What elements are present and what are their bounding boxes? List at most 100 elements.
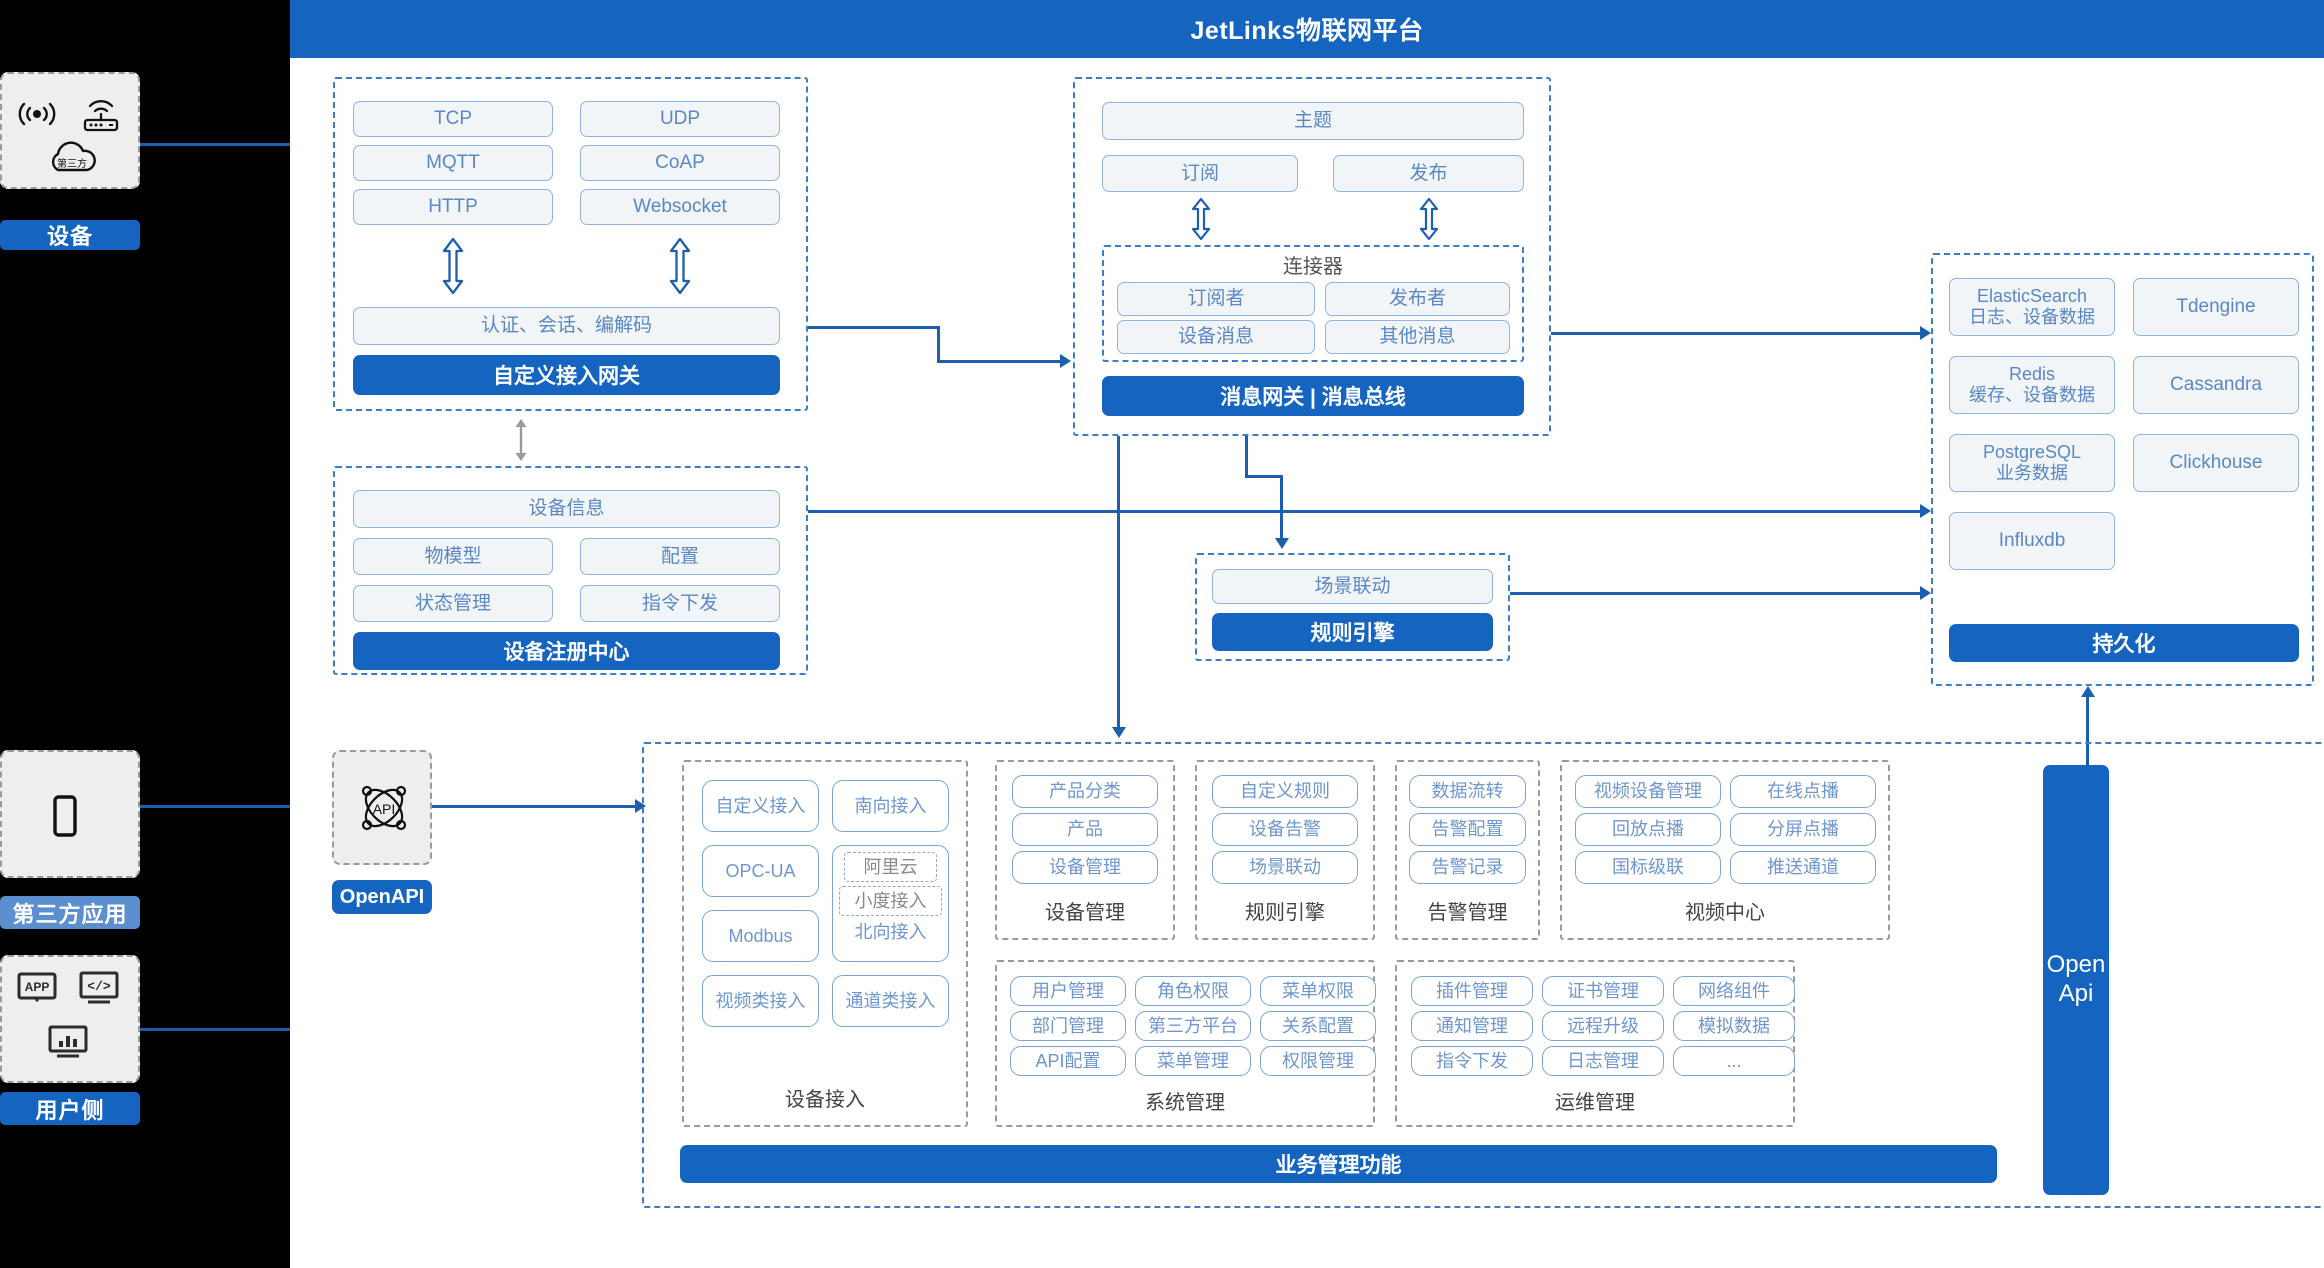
business-bar[interactable]: 业务管理功能	[680, 1145, 1997, 1183]
persistence-postgresql-sub: 业务数据	[1996, 463, 2068, 483]
video-device-mgmt[interactable]: 视频设备管理	[1575, 775, 1721, 808]
connector-gateway-to-bus-h2	[937, 360, 1065, 363]
registry-config[interactable]: 配置	[580, 538, 780, 575]
sys-permission-mgmt[interactable]: 权限管理	[1260, 1046, 1376, 1076]
persistence-bar[interactable]: 持久化	[1949, 624, 2299, 662]
devmgmt-product[interactable]: 产品	[1012, 813, 1158, 846]
message-publish-label: 发布	[1409, 162, 1448, 184]
access-channel[interactable]: 通道类接入	[832, 975, 949, 1027]
device-mgmt-caption: 设备管理	[995, 893, 1175, 927]
ops-remote-upgrade[interactable]: 远程升级	[1542, 1011, 1664, 1041]
persistence-elasticsearch[interactable]: ElasticSearch 日志、设备数据	[1949, 278, 2115, 336]
ops-command-dispatch[interactable]: 指令下发	[1411, 1046, 1533, 1076]
protocol-coap[interactable]: CoAP	[580, 145, 780, 181]
access-southbound[interactable]: 南向接入	[832, 780, 949, 832]
ruleengine-scene-linkage[interactable]: 场景联动	[1212, 851, 1358, 884]
access-northbound-label: 北向接入	[854, 922, 927, 942]
registry-bar[interactable]: 设备注册中心	[353, 632, 780, 670]
rule-engine-bar-label: 规则引擎	[1310, 622, 1395, 645]
connector-subscriber[interactable]: 订阅者	[1117, 282, 1315, 316]
openapi-node-caption[interactable]: OpenAPI	[332, 880, 432, 914]
rule-engine-bar[interactable]: 规则引擎	[1212, 613, 1493, 651]
sys-user-mgmt-label: 用户管理	[1032, 980, 1104, 1001]
access-xiaodu[interactable]: 小度接入	[839, 886, 942, 916]
connector-device-message[interactable]: 设备消息	[1117, 320, 1315, 354]
ops-plugin-mgmt[interactable]: 插件管理	[1411, 976, 1533, 1006]
alarm-data-flow[interactable]: 数据流转	[1409, 775, 1526, 808]
registry-config-label: 配置	[660, 545, 699, 567]
rule-engine-scene-label: 场景联动	[1314, 575, 1391, 597]
ops-notify-mgmt[interactable]: 通知管理	[1411, 1011, 1533, 1041]
protocol-tcp[interactable]: TCP	[353, 101, 553, 137]
gateway-auth-session-codec[interactable]: 认证、会话、编解码	[353, 307, 780, 345]
message-subscribe[interactable]: 订阅	[1102, 155, 1298, 192]
ruleengine-device-alarm[interactable]: 设备告警	[1212, 813, 1358, 846]
alarm-config-label: 告警配置	[1431, 819, 1504, 840]
video-playback[interactable]: 回放点播	[1575, 813, 1721, 846]
ops-log-mgmt[interactable]: 日志管理	[1542, 1046, 1664, 1076]
access-aliyun[interactable]: 阿里云	[844, 852, 937, 882]
connector-publisher-label: 发布者	[1388, 288, 1446, 310]
registry-thing-model[interactable]: 物模型	[353, 538, 553, 575]
arrow-openapi-node-to-business	[635, 799, 646, 813]
message-bus-bar-label: 消息网关 | 消息总线	[1220, 386, 1406, 409]
video-online-play-label: 在线点播	[1767, 781, 1839, 802]
ruleengine-custom-rule[interactable]: 自定义规则	[1212, 775, 1358, 808]
arrow-gateway-to-bus	[1060, 354, 1071, 368]
devmgmt-device-management[interactable]: 设备管理	[1012, 851, 1158, 884]
alarm-record[interactable]: 告警记录	[1409, 851, 1526, 884]
alarm-config[interactable]: 告警配置	[1409, 813, 1526, 846]
sys-menu-permission[interactable]: 菜单权限	[1260, 976, 1376, 1006]
persistence-redis[interactable]: Redis 缓存、设备数据	[1949, 356, 2115, 414]
connector-publisher[interactable]: 发布者	[1325, 282, 1510, 316]
access-custom[interactable]: 自定义接入	[702, 780, 819, 832]
video-playback-label: 回放点播	[1612, 819, 1684, 840]
access-opcua[interactable]: OPC-UA	[702, 845, 819, 897]
access-video[interactable]: 视频类接入	[702, 975, 819, 1027]
persistence-cassandra[interactable]: Cassandra	[2133, 356, 2299, 414]
access-channel-label: 通道类接入	[845, 990, 936, 1011]
message-publish[interactable]: 发布	[1333, 155, 1524, 192]
persistence-bar-label: 持久化	[2092, 633, 2156, 656]
user-side-icon-panel: APP </>	[0, 955, 140, 1083]
devmgmt-product-category[interactable]: 产品分类	[1012, 775, 1158, 808]
video-gb-cascade[interactable]: 国标级联	[1575, 851, 1721, 884]
video-split-screen[interactable]: 分屏点播	[1730, 813, 1876, 846]
registry-state-mgmt[interactable]: 状态管理	[353, 585, 553, 622]
persistence-clickhouse[interactable]: Clickhouse	[2133, 434, 2299, 492]
persistence-tdengine[interactable]: Tdengine	[2133, 278, 2299, 336]
protocol-http[interactable]: HTTP	[353, 189, 553, 225]
video-push-channel[interactable]: 推送通道	[1730, 851, 1876, 884]
sys-role-permission[interactable]: 角色权限	[1135, 976, 1251, 1006]
message-topic[interactable]: 主题	[1102, 102, 1524, 140]
connector-other-message[interactable]: 其他消息	[1325, 320, 1510, 354]
registry-bar-label: 设备注册中心	[503, 641, 630, 664]
access-northbound-container[interactable]: 阿里云 小度接入 北向接入	[832, 845, 949, 962]
rule-engine-scene[interactable]: 场景联动	[1212, 569, 1493, 604]
ops-mock-data[interactable]: 模拟数据	[1673, 1011, 1795, 1041]
persistence-postgresql[interactable]: PostgreSQL 业务数据	[1949, 434, 2115, 492]
message-bus-bar[interactable]: 消息网关 | 消息总线	[1102, 376, 1524, 416]
ops-more[interactable]: ...	[1673, 1046, 1795, 1076]
ops-network-component[interactable]: 网络组件	[1673, 976, 1795, 1006]
gateway-bar[interactable]: 自定义接入网关	[353, 355, 780, 395]
protocol-websocket[interactable]: Websocket	[580, 189, 780, 225]
video-split-screen-label: 分屏点播	[1767, 819, 1839, 840]
registry-device-info[interactable]: 设备信息	[353, 490, 780, 528]
video-online-play[interactable]: 在线点播	[1730, 775, 1876, 808]
device-icon-panel: 第三方	[0, 72, 140, 189]
connector-bus-to-rule-v2	[1280, 475, 1283, 541]
openapi-vertical-bar[interactable]: Open Api	[2043, 765, 2109, 1195]
sys-dept-mgmt[interactable]: 部门管理	[1010, 1011, 1126, 1041]
protocol-mqtt[interactable]: MQTT	[353, 145, 553, 181]
access-modbus[interactable]: Modbus	[702, 910, 819, 962]
sys-menu-mgmt[interactable]: 菜单管理	[1135, 1046, 1251, 1076]
sys-api-config[interactable]: API配置	[1010, 1046, 1126, 1076]
persistence-influxdb[interactable]: Influxdb	[1949, 512, 2115, 570]
sys-user-mgmt[interactable]: 用户管理	[1010, 976, 1126, 1006]
protocol-udp[interactable]: UDP	[580, 101, 780, 137]
sys-third-party-platform[interactable]: 第三方平台	[1135, 1011, 1251, 1041]
ops-cert-mgmt[interactable]: 证书管理	[1542, 976, 1664, 1006]
sys-relation-config[interactable]: 关系配置	[1260, 1011, 1376, 1041]
registry-command-dispatch[interactable]: 指令下发	[580, 585, 780, 622]
